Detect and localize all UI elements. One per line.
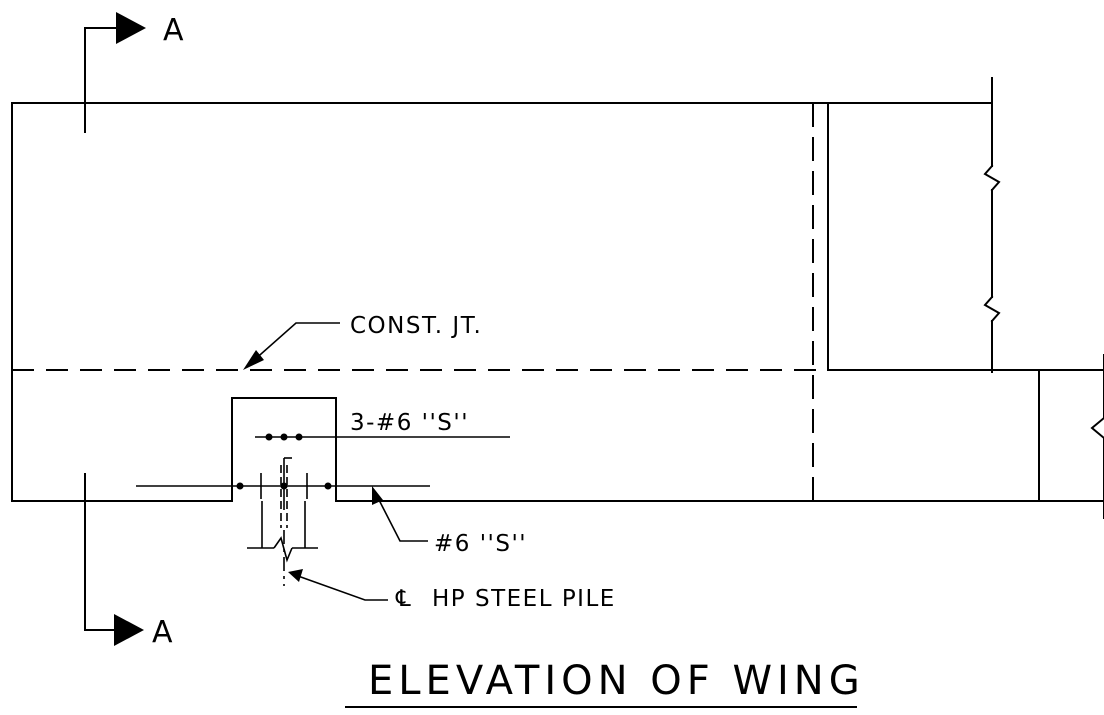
centerline-symbol: ℄ [395, 586, 412, 612]
label-top-bars: 3-#6 ''S'' [350, 410, 469, 436]
label-const-jt: CONST. JT. [350, 313, 482, 339]
bottom-rebar [136, 473, 430, 499]
title-text: ELEVATION OF WING [368, 658, 865, 704]
label-pile-centerline: HP STEEL PILE [432, 586, 616, 612]
section-label-bottom: A [152, 615, 173, 650]
section-cut-bottom: A [84, 473, 173, 650]
leader-bottom-bar: #6 ''S'' [372, 486, 527, 557]
leader-const-jt: CONST. JT. [243, 313, 482, 370]
section-cut-top: A [84, 12, 184, 133]
wing-outline [11, 77, 1104, 519]
section-label-top: A [163, 13, 184, 48]
top-rebar-group [255, 433, 510, 441]
pile-cap [231, 397, 337, 502]
label-bottom-bar: #6 ''S'' [434, 531, 527, 557]
leader-pile-centerline: ℄ HP STEEL PILE [288, 569, 616, 612]
steel-pile [247, 457, 318, 586]
drawing-title: ELEVATION OF WING [345, 658, 865, 708]
